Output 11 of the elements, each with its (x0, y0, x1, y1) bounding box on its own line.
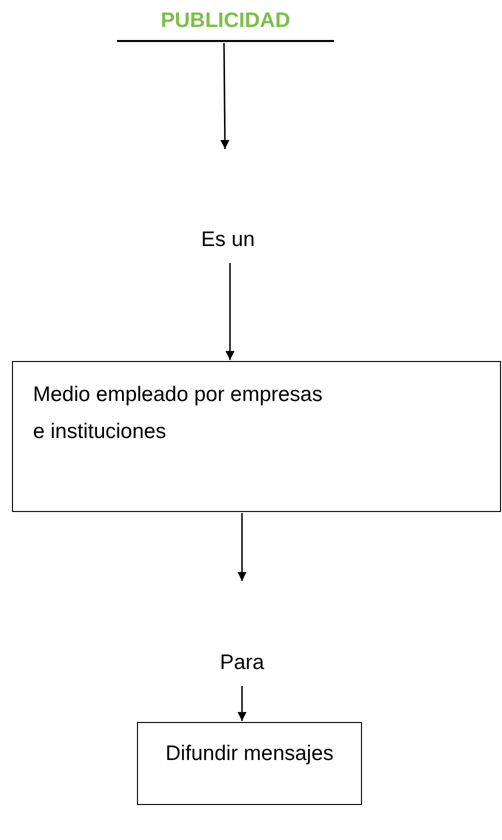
arrow (226, 263, 234, 360)
process-box (137, 722, 362, 805)
arrow (238, 513, 246, 581)
arrow (238, 686, 246, 721)
connector-text: Para (218, 650, 266, 676)
process-box (12, 361, 501, 512)
connector-text: Es un (200, 227, 256, 253)
arrow (220, 43, 230, 149)
box-text: Medio empleado por empresas e instituciones (33, 382, 324, 445)
box-text: Difundir mensajes (164, 741, 335, 767)
title-text: PUBLICIDAD (160, 8, 292, 34)
